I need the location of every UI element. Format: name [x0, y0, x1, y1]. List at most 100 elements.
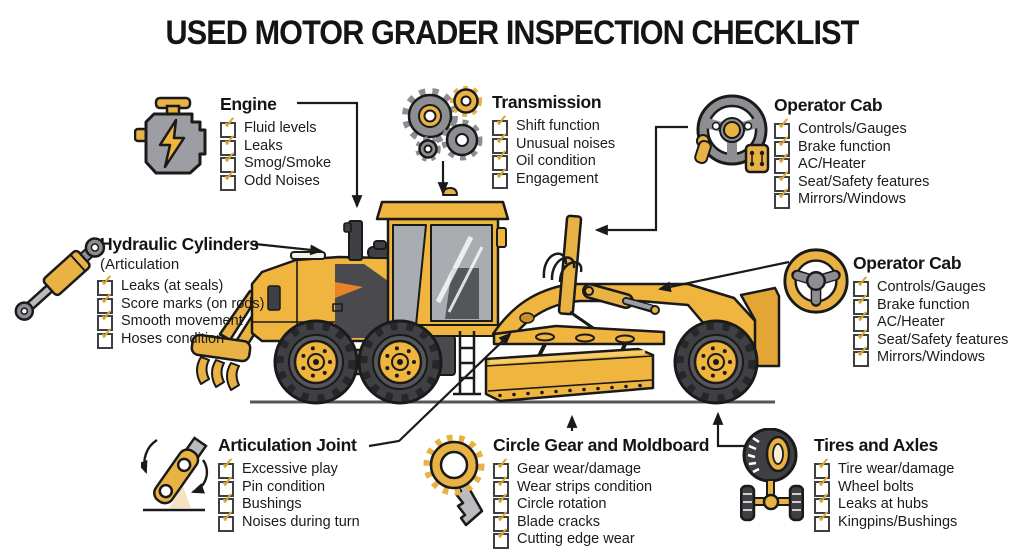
- checkbox-icon[interactable]: ✓: [97, 326, 113, 349]
- checklist-item: ✓ Smog/Smoke: [220, 151, 332, 173]
- grader-wheels: [275, 321, 757, 403]
- checkbox-icon[interactable]: ✓: [853, 292, 869, 315]
- checklist-item-label: Brake function: [877, 296, 970, 313]
- checkbox-icon[interactable]: ✓: [774, 187, 790, 209]
- checklist-item-label: Wear strips condition: [517, 478, 653, 495]
- panel-operator-cab-right: Operator Cab ✓ Controls/Gauges ✓ Brake f…: [853, 253, 1008, 368]
- checklist-item-label: Oil condition: [516, 153, 596, 169]
- articulation-joint-icon: [141, 430, 217, 518]
- steering-wheel-icon: [781, 246, 851, 316]
- checklist-item: ✓ AC/Heater: [774, 152, 929, 174]
- checkbox-icon[interactable]: ✓: [493, 457, 509, 479]
- leader-lines: [254, 101, 790, 448]
- checkbox-icon[interactable]: ✓: [493, 492, 509, 514]
- leader-operator-cab-top: [594, 125, 688, 236]
- checklist-item: ✓ Noises during turn: [218, 509, 360, 532]
- checklist-item-label: Bushings: [242, 496, 302, 512]
- checkbox-icon[interactable]: ✓: [814, 457, 830, 479]
- checkbox-icon[interactable]: ✓: [853, 345, 869, 367]
- checklist-item: ✓ Smooth movement: [97, 309, 264, 331]
- checklist-item: ✓ Hoses condition: [97, 326, 264, 349]
- steering-wheel-icon: [690, 92, 774, 176]
- checklist-item-label: Leaks (at seals): [121, 278, 224, 294]
- leader-engine: [297, 101, 363, 209]
- checkbox-icon[interactable]: ✓: [853, 275, 869, 297]
- checklist-item: ✓ Mirrors/Windows: [853, 345, 1008, 367]
- checklist-item-label: Excessive play: [242, 461, 338, 477]
- checkbox-icon[interactable]: ✓: [774, 152, 790, 174]
- checkbox-icon[interactable]: ✓: [220, 151, 236, 173]
- checkbox-icon[interactable]: ✓: [97, 291, 113, 314]
- checkbox-icon[interactable]: ✓: [492, 149, 508, 171]
- checkbox-icon[interactable]: ✓: [218, 457, 234, 479]
- section-title: Tires and Axles: [814, 435, 938, 455]
- checkbox-icon[interactable]: ✓: [814, 509, 830, 532]
- checkbox-icon[interactable]: ✓: [220, 116, 236, 138]
- page-title: USED MOTOR GRADER INSPECTION CHECKLIST: [165, 14, 860, 52]
- checkbox-icon[interactable]: ✓: [774, 169, 790, 192]
- checklist-item-label: Pin condition: [242, 478, 326, 495]
- checklist-item-label: Wheel bolts: [838, 478, 914, 495]
- checkbox-icon[interactable]: ✓: [493, 474, 509, 497]
- panel-engine: Engine ✓ Fluid levels ✓ Leaks ✓ Smog/Smo…: [220, 94, 331, 191]
- checklist-item-label: Blade cracks: [517, 513, 601, 530]
- checklist-item: ✓ Leaks (at seals): [97, 274, 264, 296]
- checklist-item: ✓ Engagement: [492, 166, 615, 189]
- checklist-item-label: Score marks (on rods): [121, 295, 265, 312]
- checklist-item-label: Controls/Gauges: [798, 121, 907, 137]
- checklist-item: ✓ Gear wear/damage: [493, 457, 709, 479]
- checkbox-icon[interactable]: ✓: [220, 168, 236, 191]
- checklist-item: ✓ Unusual noises: [492, 131, 616, 154]
- checkbox-icon[interactable]: ✓: [220, 133, 236, 156]
- grader-blade-mast: [542, 214, 660, 316]
- panel-articulation-joint: Articulation Joint ✓ Excessive play ✓ Pi…: [218, 435, 360, 532]
- checklist-item-label: Shift function: [516, 118, 600, 134]
- checklist-item-label: Unusual noises: [516, 135, 616, 152]
- checkbox-icon[interactable]: ✓: [814, 474, 830, 497]
- panel-transmission: Transmission ✓ Shift function ✓ Unusual …: [492, 92, 615, 189]
- checkbox-icon[interactable]: ✓: [492, 131, 508, 154]
- leader-hydraulic-cylinders: [254, 242, 324, 256]
- checklist-item: ✓ Oil condition: [492, 149, 615, 171]
- checklist-item-label: Brake function: [798, 138, 891, 155]
- checklist-item-label: Seat/Safety features: [877, 331, 1009, 348]
- checklist-item: ✓ Score marks (on rods): [97, 291, 265, 314]
- checklist-item-label: Tire wear/damage: [838, 461, 955, 477]
- checkbox-icon[interactable]: ✓: [493, 527, 509, 549]
- checklist-item: ✓ Cutting edge wear: [493, 527, 709, 549]
- checkbox-icon[interactable]: ✓: [853, 327, 869, 350]
- checklist-item: ✓ Excessive play: [218, 457, 360, 479]
- checkbox-icon[interactable]: ✓: [774, 134, 790, 157]
- checkbox-icon[interactable]: ✓: [97, 309, 113, 331]
- checklist-item-label: Smog/Smoke: [244, 155, 332, 171]
- checklist-item: ✓ Brake function: [774, 134, 929, 157]
- checkbox-icon[interactable]: ✓: [492, 166, 508, 189]
- checklist-item-label: Engagement: [516, 170, 599, 187]
- checkbox-icon[interactable]: ✓: [218, 492, 234, 514]
- checklist-item: ✓ Pin condition: [218, 474, 360, 497]
- checkbox-icon[interactable]: ✓: [853, 310, 869, 332]
- checklist-item-label: Hoses condition: [121, 330, 225, 347]
- checklist-item: ✓ Seat/Safety features: [774, 169, 929, 192]
- panel-circle-gear-moldboard: Circle Gear and Moldboard ✓ Gear wear/da…: [493, 435, 709, 550]
- grader-exhaust: [343, 220, 393, 261]
- checklist-item: ✓ Mirrors/Windows: [774, 187, 929, 209]
- checkbox-icon[interactable]: ✓: [97, 274, 113, 296]
- leader-operator-cab-right: [657, 260, 790, 293]
- checklist-item: ✓ Fluid levels: [220, 116, 331, 138]
- checklist-item-label: Mirrors/Windows: [877, 349, 985, 365]
- checkbox-icon[interactable]: ✓: [492, 114, 508, 136]
- engine-icon: [134, 92, 212, 186]
- checkbox-icon[interactable]: ✓: [218, 509, 234, 532]
- checklist-item-label: Controls/Gauges: [877, 279, 986, 295]
- checkbox-icon[interactable]: ✓: [218, 474, 234, 497]
- checklist-item: ✓ Leaks: [220, 133, 331, 156]
- checkbox-icon[interactable]: ✓: [814, 492, 830, 514]
- checklist-item-label: Smooth movement: [121, 313, 243, 329]
- checkbox-icon[interactable]: ✓: [493, 509, 509, 532]
- checklist-item-label: AC/Heater: [798, 156, 866, 172]
- checkbox-icon[interactable]: ✓: [774, 117, 790, 139]
- checklist-item-label: Mirrors/Windows: [798, 191, 906, 207]
- checklist-item: ✓ Leaks at hubs: [814, 492, 957, 514]
